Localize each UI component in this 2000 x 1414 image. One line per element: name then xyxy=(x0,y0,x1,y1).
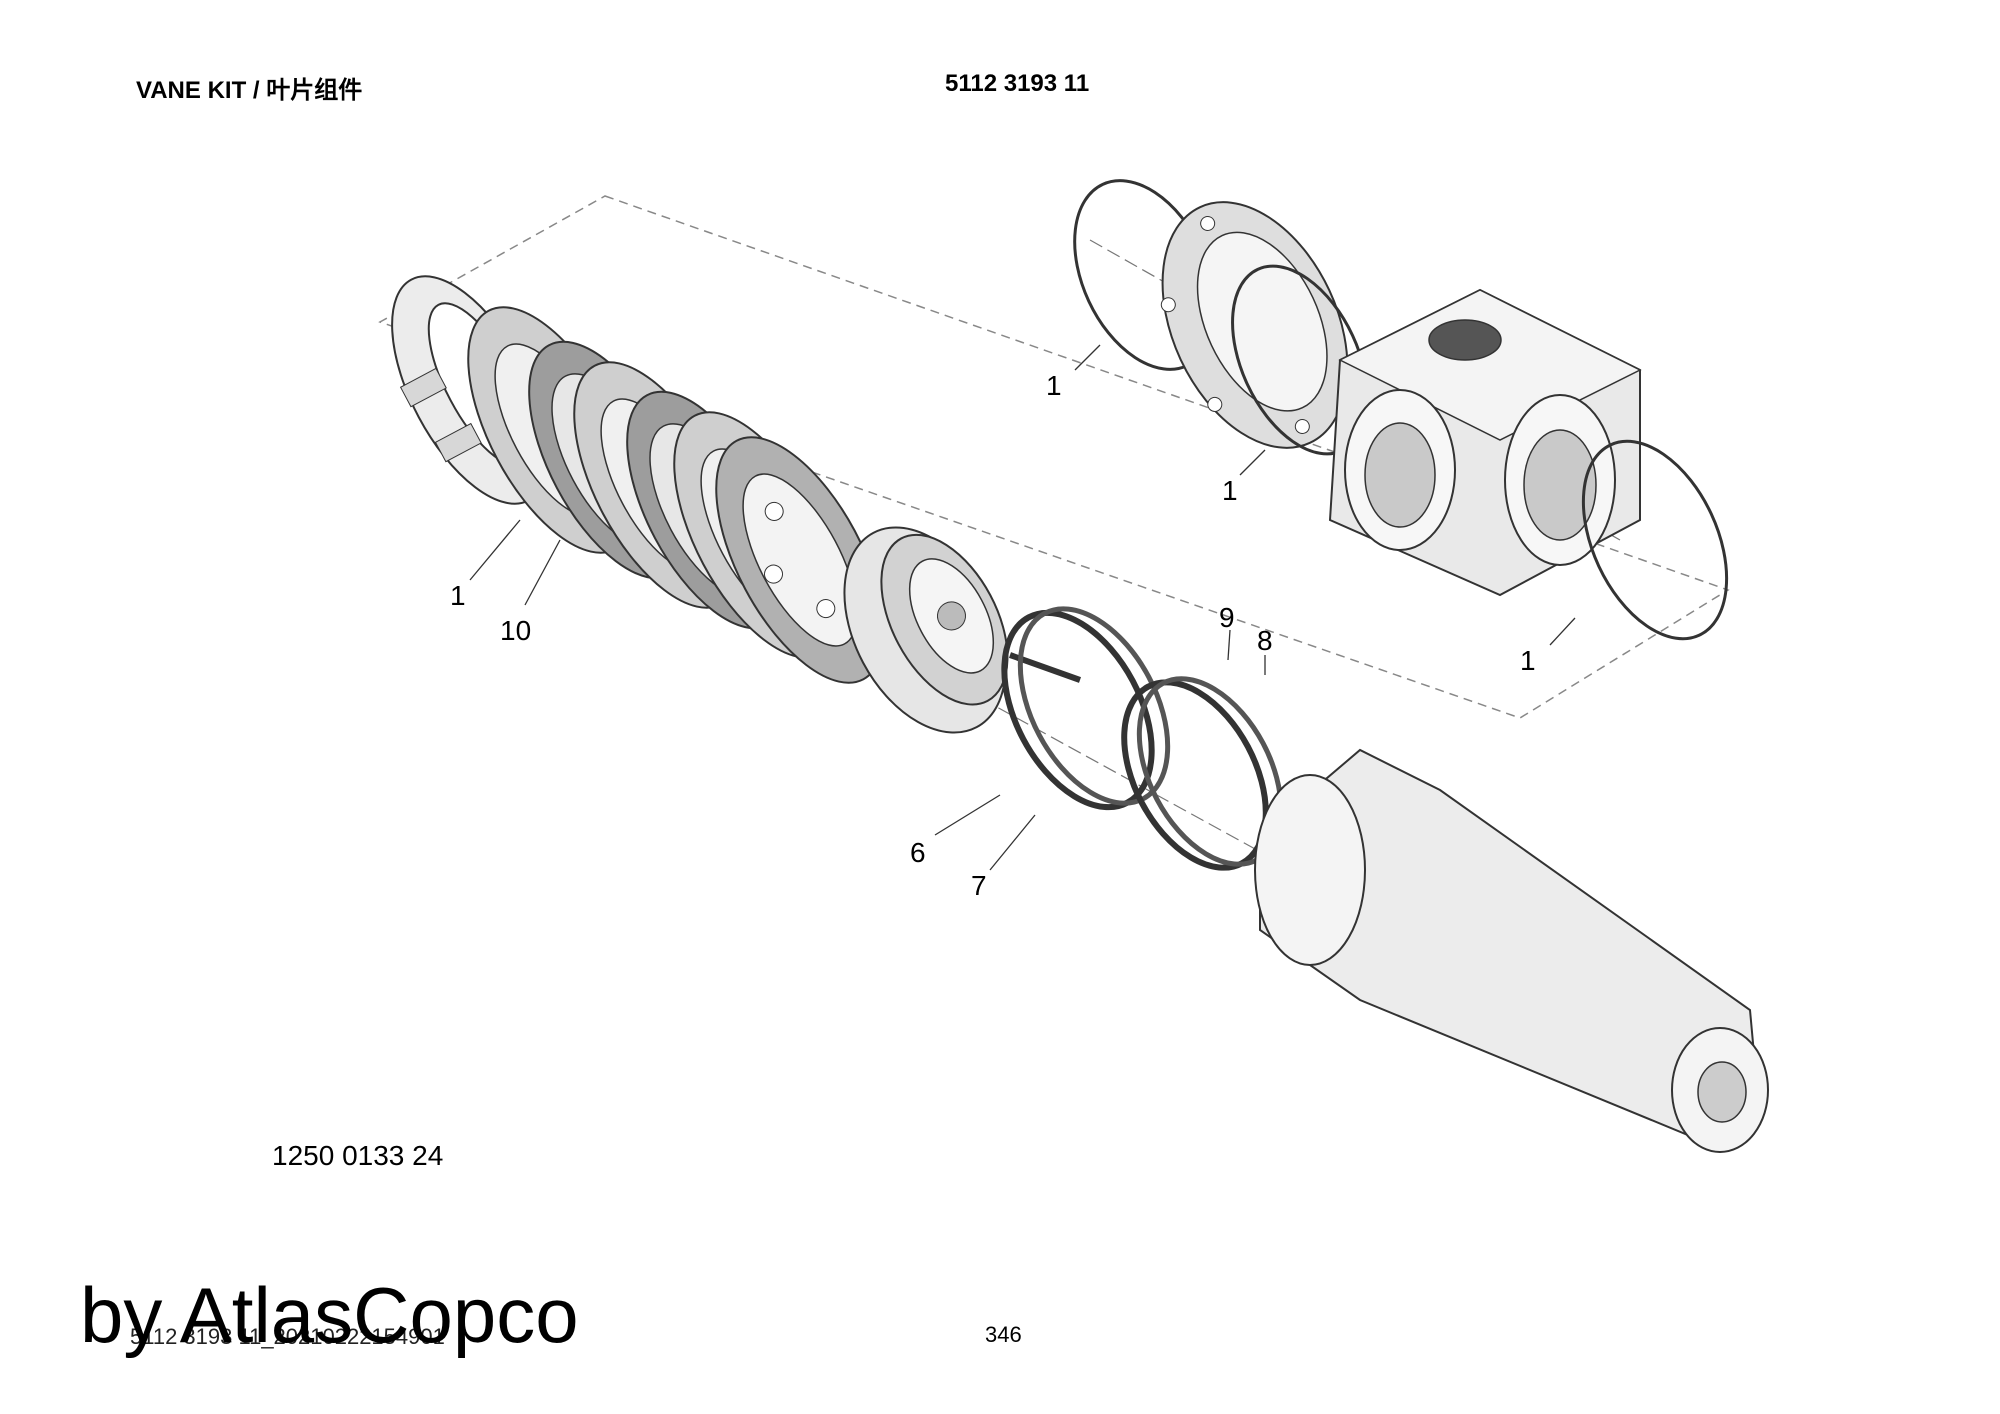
leader-lines xyxy=(469,344,1576,871)
watermark: by AtlasCopco xyxy=(80,1271,579,1359)
callout-10: 10 xyxy=(500,615,531,646)
callout-6: 6 xyxy=(910,837,926,868)
motor-housing xyxy=(1254,748,1769,1153)
document-part-number: 5112 3193 11 xyxy=(945,70,1090,97)
document-title: VANE KIT / 叶片组件 xyxy=(136,77,363,104)
callout-8: 8 xyxy=(1257,625,1273,656)
kit-number: 1250 0133 24 xyxy=(272,1140,444,1171)
callout-1-mid: 1 xyxy=(1222,475,1238,506)
o-ring-right xyxy=(1581,439,1729,641)
footer-code: 5112 3193 11_20210222154901 xyxy=(130,1324,445,1349)
callout-1-right: 1 xyxy=(1520,645,1536,676)
callout-1-top: 1 xyxy=(1046,370,1062,401)
piston-rings-6-7 xyxy=(1001,606,1171,811)
callout-1-left: 1 xyxy=(450,580,466,611)
plate-stack xyxy=(467,306,885,684)
rotor-hub xyxy=(843,526,1009,734)
callout-7: 7 xyxy=(971,870,987,901)
page-number: 346 xyxy=(985,1322,1022,1347)
callout-9: 9 xyxy=(1219,602,1235,633)
gear-housing xyxy=(1328,288,1642,597)
end-cover xyxy=(1160,201,1349,449)
